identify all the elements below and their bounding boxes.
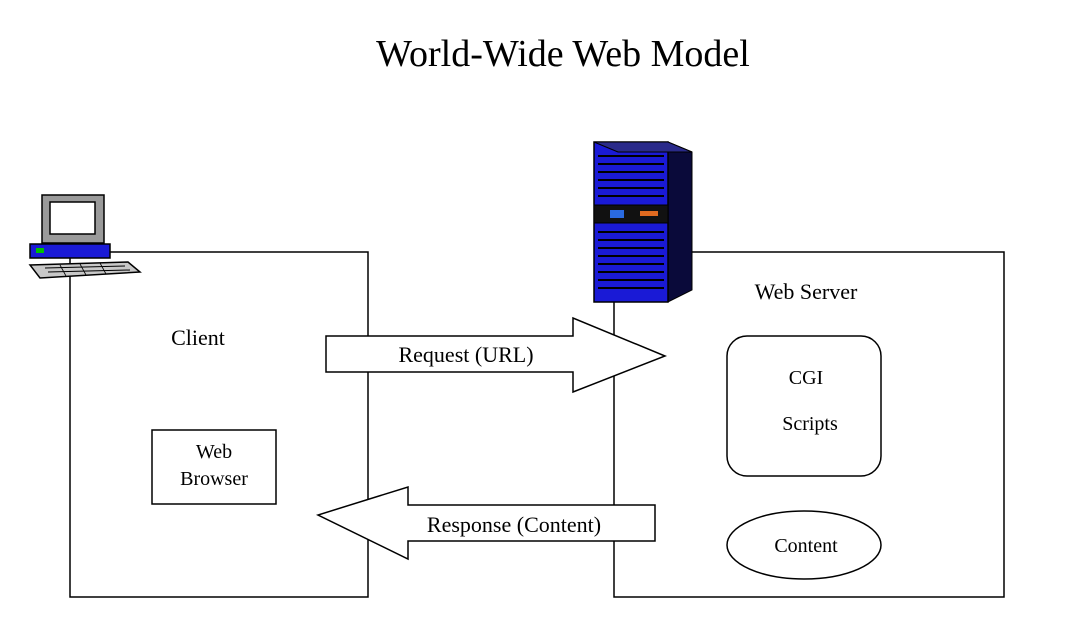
response-label: Response (Content) (427, 512, 601, 537)
request-arrow (325, 316, 668, 394)
web-server-label: Web Server (755, 279, 858, 304)
cgi-label-line1: CGI (789, 367, 823, 389)
client-label: Client (171, 325, 225, 350)
content-ellipse (726, 510, 882, 580)
client-box (69, 251, 369, 598)
content-label: Content (774, 535, 838, 557)
request-label: Request (URL) (398, 342, 533, 367)
cgi-scripts-box (726, 335, 882, 477)
desktop-computer-icon (28, 194, 142, 279)
web-browser-box (151, 429, 277, 505)
server-tower-icon (593, 141, 693, 303)
server-box (613, 251, 1005, 598)
web-browser-label-line2: Browser (180, 468, 248, 490)
response-arrow (315, 485, 656, 561)
web-browser-label-line1: Web (196, 441, 232, 463)
diagram-title: World-Wide Web Model (376, 33, 750, 75)
cgi-label-line2: Scripts (782, 413, 838, 435)
